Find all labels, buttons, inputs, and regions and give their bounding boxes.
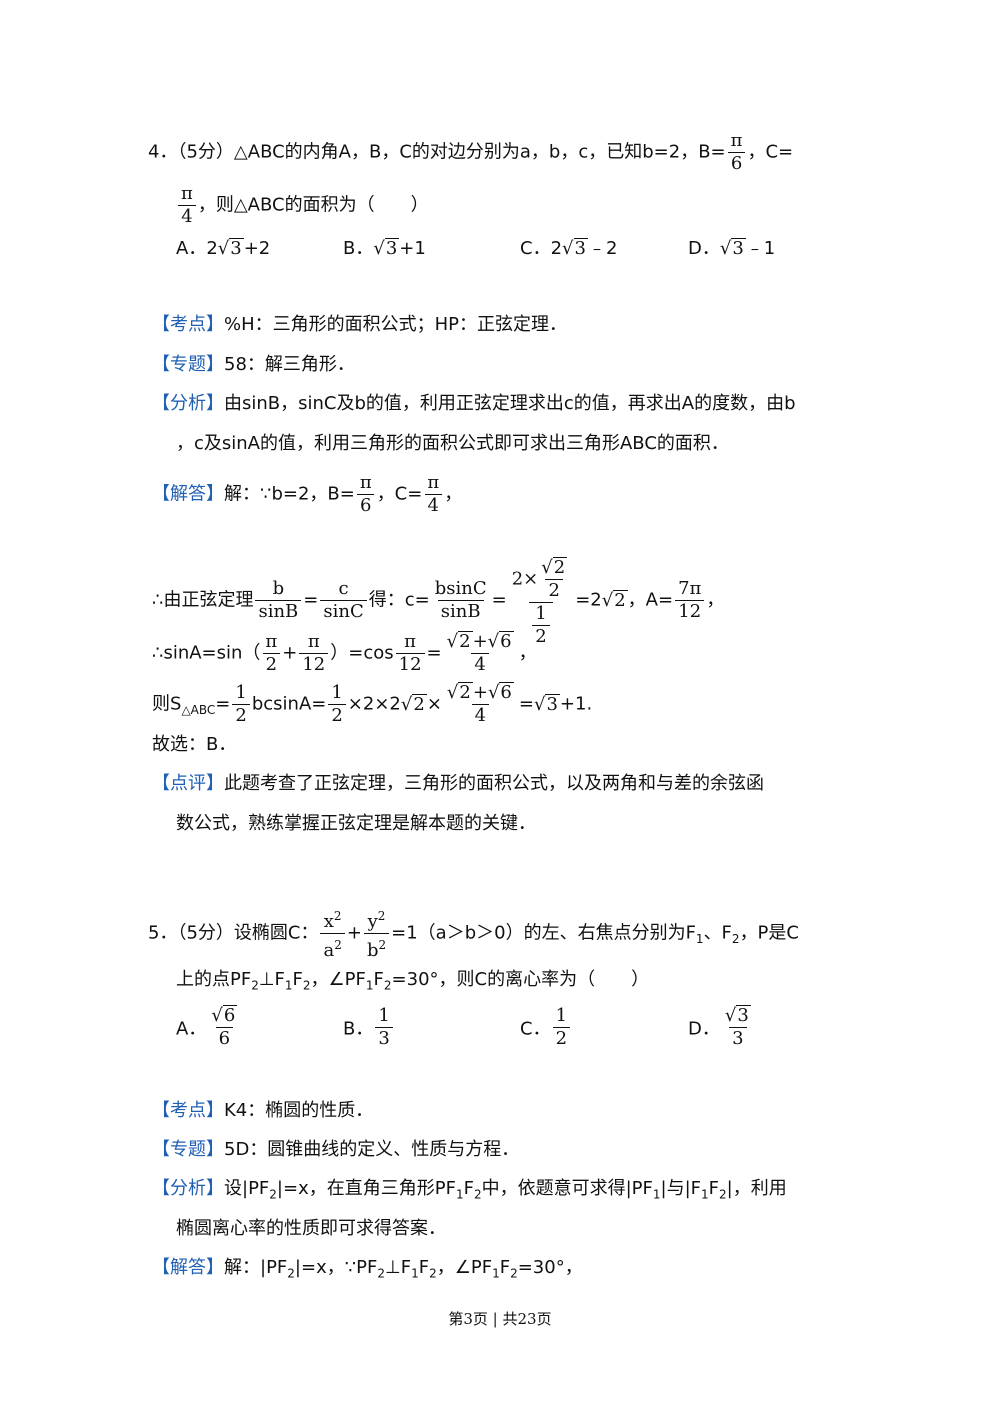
q5-fenxi-line1: 【分析】设|PF2|=x，在直角三角形PF1F2中，依题意可求得|PF1|与|F… [152,1178,787,1202]
q5-jieda-line1: 【解答】解：|PF2|=x，∵PF2⊥F1F2，∠PF1F2=30°， [152,1257,583,1281]
question-score: （5分） [177,141,234,163]
section-tag: 【考点】 [152,1100,224,1121]
section-tag: 【专题】 [152,354,224,375]
q4-option-a: A．2√3+2 [176,238,271,259]
q4-dianping-line2: 数公式，熟练掌握正弦定理是解本题的关键． [176,813,536,834]
q4-fenxi-line1: 【分析】由sinB，sinC及b的值，利用正弦定理求出c的值，再求出A的度数，由… [152,393,796,414]
section-tag: 【专题】 [152,1139,224,1160]
q4-option-c: C．2√3﹣2 [520,238,618,259]
q4-stem-text: ，C= [747,141,794,163]
question-score: （5分） [177,922,234,944]
q4-option-b: B．√3+1 [343,238,426,259]
q5-fenxi-line2: 椭圆离心率的性质即可求得答案． [176,1218,446,1239]
section-tag: 【解答】 [152,1257,224,1278]
q4-fenxi-line2: ，c及sinA的值，利用三角形的面积公式即可求出三角形ABC的面积． [176,433,729,454]
section-tag: 【分析】 [152,393,224,414]
section-tag: 【点评】 [152,773,224,794]
q5-kaodian: 【考点】K4：椭圆的性质． [152,1100,374,1121]
q4-stem-text: ，则△ABC的面积为（ ） [197,194,429,216]
q4-zhuanti: 【专题】58：解三角形． [152,354,355,375]
question-number: 4． [148,141,178,163]
q5-zhuanti: 【专题】5D：圆锥曲线的定义、性质与方程． [152,1139,520,1160]
q4-stem-text: △ABC的内角A，B，C的对边分别为a，b，c，已知b=2，B= [233,141,726,163]
q4-option-d: D．√3﹣1 [688,238,776,259]
question-number: 5． [148,922,178,944]
q4-kaodian: 【考点】%H：三角形的面积公式；HP：正弦定理． [152,314,568,335]
section-tag: 【解答】 [152,483,224,505]
section-tag: 【分析】 [152,1178,224,1199]
section-tag: 【考点】 [152,314,224,335]
q4-answer: 故选：B． [152,734,237,755]
q5-stem-line2: 上的点PF2⊥F1F2，∠PF1F2=30°，则C的离心率为（ ） [176,969,650,993]
q4-dianping-line1: 【点评】此题考查了正弦定理，三角形的面积公式，以及两角和与差的余弦函 [152,773,764,794]
page-footer: 第3页 | 共23页 [448,1310,552,1328]
